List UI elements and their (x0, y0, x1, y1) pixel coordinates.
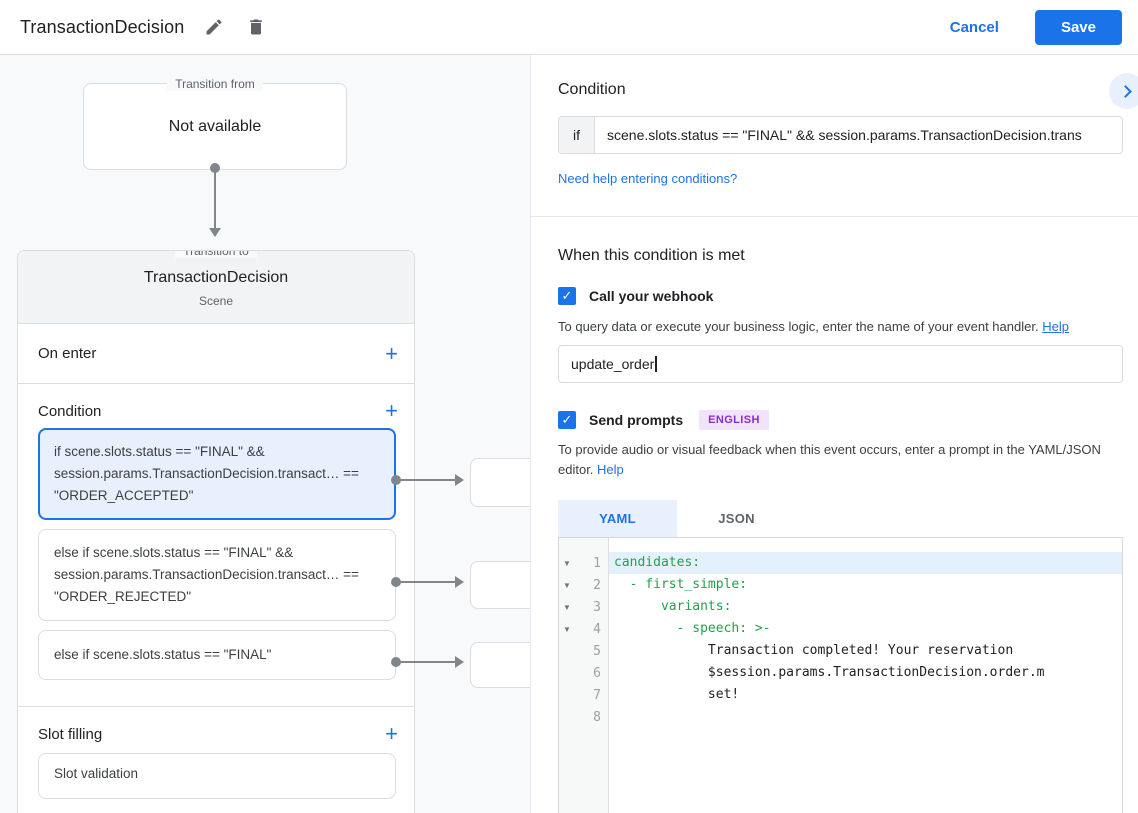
tab-json[interactable]: JSON (718, 511, 755, 526)
trash-icon (246, 17, 266, 37)
scene-header[interactable]: TransactionDecision Scene (18, 251, 414, 324)
add-on-enter-button[interactable]: + (385, 340, 398, 366)
language-badge: ENGLISH (699, 410, 769, 430)
prompts-description: To provide audio or visual feedback when… (558, 442, 1101, 477)
webhook-handler-input[interactable]: update_order (558, 345, 1123, 383)
connector-dot (391, 475, 401, 485)
pencil-icon (204, 17, 224, 37)
code-line: variants: (614, 599, 732, 614)
editor-gutter: ▼1 ▼2 ▼3 ▼4 5 6 7 8 (559, 538, 609, 813)
prompt-stub-box[interactable] (470, 642, 530, 688)
webhook-label: Call your webhook (589, 288, 714, 304)
condition-detail-panel: Condition if scene.slots.status == "FINA… (531, 55, 1138, 813)
transition-to-box: Transition to TransactionDecision Scene … (17, 250, 415, 813)
checkmark-icon: ✓ (561, 288, 573, 303)
tab-yaml[interactable]: YAML (558, 500, 677, 537)
editor-tabs: YAML JSON (558, 500, 1123, 537)
add-slot-button[interactable]: + (385, 721, 398, 746)
if-prefix-label: if (559, 117, 595, 153)
transition-from-value: Not available (168, 117, 262, 135)
condition-expression-field[interactable]: if scene.slots.status == "FINAL" && sess… (558, 116, 1123, 154)
slot-filling-label: Slot filling (38, 725, 103, 743)
when-met-heading: When this condition is met (558, 247, 745, 264)
prompt-stub-box[interactable] (470, 458, 530, 507)
condition-card-final[interactable]: else if scene.slots.status == "FINAL" (38, 630, 396, 680)
prompts-checkbox-row: ✓ Send prompts ENGLISH (558, 410, 1123, 430)
scene-flow-diagram: Transition from Not available Transition… (0, 55, 531, 813)
divider (18, 706, 414, 707)
webhook-handler-value: update_order (571, 356, 655, 372)
connector-arrowhead-icon (455, 576, 464, 588)
chevron-right-icon (1118, 84, 1132, 98)
condition-expression-value[interactable]: scene.slots.status == "FINAL" && session… (607, 127, 1082, 143)
on-enter-section: On enter + (18, 324, 414, 384)
connector-arrowhead-icon (455, 474, 464, 486)
fold-arrow-icon[interactable]: ▼ (563, 558, 571, 568)
connector-dot (210, 163, 220, 173)
plus-icon: + (385, 398, 398, 423)
code-line: candidates: (609, 552, 1122, 574)
cancel-button[interactable]: Cancel (949, 18, 999, 36)
connector-arrowhead-icon (209, 228, 221, 237)
send-prompts-checkbox[interactable]: ✓ (558, 411, 576, 429)
plus-icon: + (385, 340, 398, 366)
scene-name: TransactionDecision (143, 269, 289, 286)
condition-heading: Condition (558, 81, 626, 98)
plus-icon: + (385, 721, 398, 746)
connector-dot (391, 657, 401, 667)
save-button[interactable]: Save (1034, 9, 1122, 45)
fold-arrow-icon[interactable]: ▼ (563, 580, 571, 590)
page-title: TransactionDecision (20, 16, 185, 37)
condition-card-accepted[interactable]: if scene.slots.status == "FINAL" && sess… (38, 428, 396, 520)
transition-from-box: Transition from Not available (83, 77, 347, 170)
collapse-panel-button[interactable] (1109, 73, 1138, 109)
send-prompts-label: Send prompts (589, 412, 684, 428)
delete-button[interactable] (244, 15, 268, 39)
webhook-checkbox[interactable]: ✓ (558, 287, 576, 305)
webhook-help-link[interactable]: Help (1042, 319, 1069, 334)
code-line: Transaction completed! Your reservation (614, 643, 1014, 658)
fold-arrow-icon[interactable]: ▼ (563, 624, 571, 634)
condition-section-header: Condition + (18, 394, 414, 428)
editor-code-area[interactable]: candidates: - first_simple: variants: - … (609, 538, 1122, 813)
prompts-help-link[interactable]: Help (597, 462, 624, 477)
code-line: - speech: >- (614, 621, 771, 636)
fold-arrow-icon[interactable]: ▼ (563, 602, 571, 612)
connector-arrowhead-icon (455, 656, 464, 668)
divider (531, 216, 1138, 217)
condition-card-rejected[interactable]: else if scene.slots.status == "FINAL" &&… (38, 529, 396, 621)
yaml-code-editor[interactable]: ▼1 ▼2 ▼3 ▼4 5 6 7 8 candidates: - first_… (558, 537, 1123, 813)
on-enter-label: On enter (38, 345, 97, 362)
top-bar: TransactionDecision Cancel Save (0, 0, 1138, 55)
condition-section: Condition if scene.slots.status == "FINA… (531, 55, 1138, 216)
scene-type-label: Scene (198, 294, 234, 308)
text-cursor (655, 356, 657, 372)
connector-line (399, 479, 456, 481)
connector-line (399, 581, 456, 583)
webhook-checkbox-row: ✓ Call your webhook (558, 287, 1123, 305)
code-line (609, 706, 1122, 728)
connector-dot (391, 577, 401, 587)
checkmark-icon: ✓ (561, 412, 573, 427)
condition-section-label: Condition (38, 402, 102, 420)
edit-button[interactable] (202, 15, 226, 39)
when-condition-met-section: When this condition is met ✓ Call your w… (531, 217, 1138, 813)
connector-line (214, 170, 216, 228)
slot-validation-card[interactable]: Slot validation (38, 753, 396, 799)
slot-filling-section-header: Slot filling + (18, 717, 414, 751)
code-line: $session.params.TransactionDecision.orde… (614, 665, 1045, 680)
prompt-stub-box[interactable] (470, 561, 530, 609)
add-condition-button[interactable]: + (385, 398, 398, 423)
code-line: set! (614, 687, 740, 702)
conditions-help-link[interactable]: Need help entering conditions? (558, 171, 738, 186)
webhook-description: To query data or execute your business l… (558, 319, 1069, 334)
connector-line (399, 661, 456, 663)
code-line: - first_simple: (614, 577, 748, 592)
